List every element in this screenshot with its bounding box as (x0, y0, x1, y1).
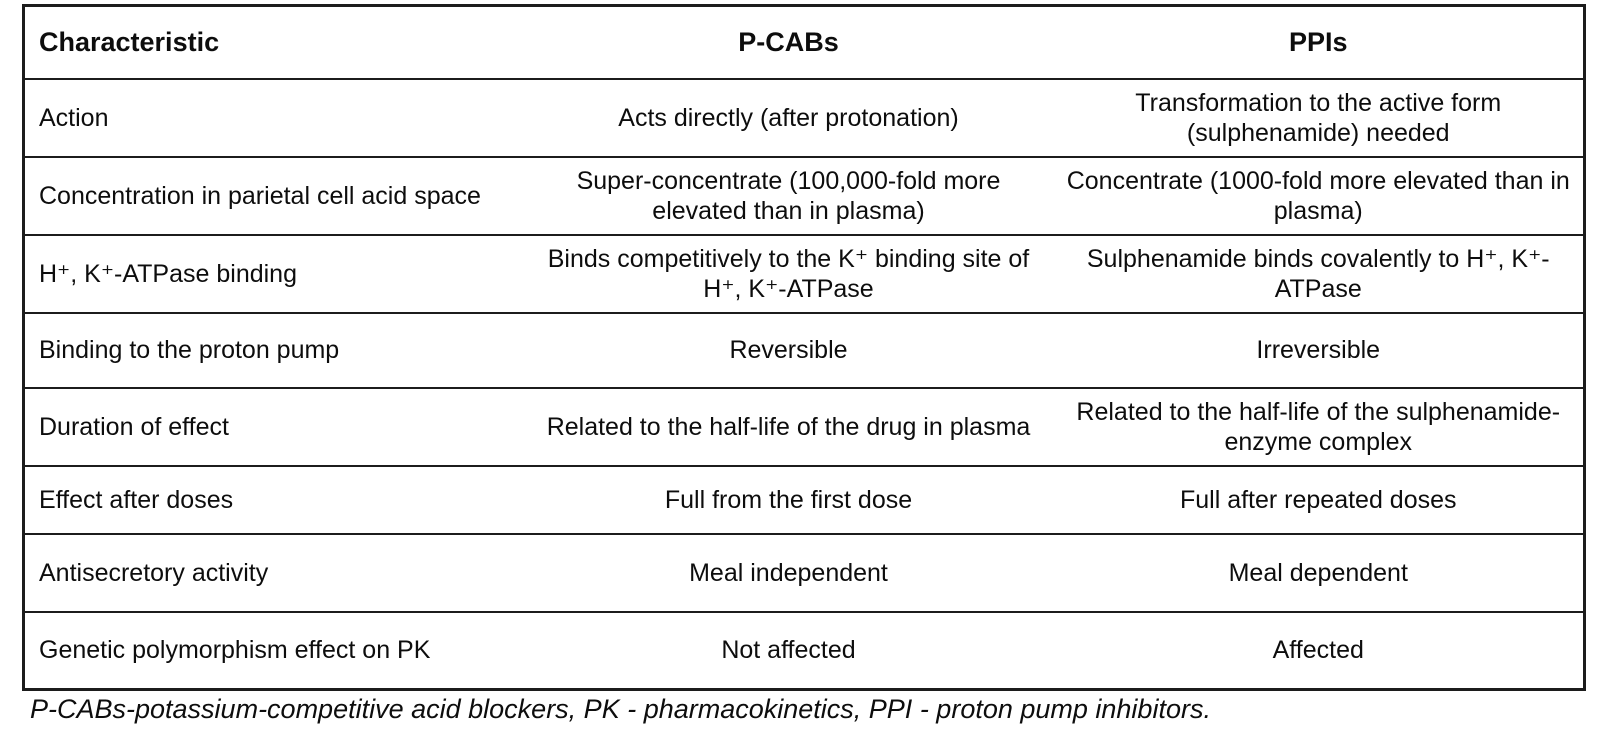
ppis-cell: Sulphenamide binds covalently to H⁺, K⁺-… (1053, 233, 1585, 313)
ppis-cell: Affected (1053, 610, 1585, 690)
pcabs-cell: Full from the first dose (523, 464, 1054, 534)
pcabs-cell: Acts directly (after protonation) (523, 77, 1054, 157)
ppis-cell: Concentrate (1000-fold more elevated tha… (1053, 155, 1585, 235)
table-row-effect-after-doses: Effect after doses Full from the first d… (23, 464, 1585, 534)
pcabs-cell: Related to the half-life of the drug in … (523, 386, 1054, 466)
row-label: Duration of effect (23, 386, 524, 466)
pcabs-cell: Reversible (523, 311, 1054, 388)
ppis-cell: Related to the half-life of the sulphena… (1053, 386, 1585, 466)
table-row-action: Action Acts directly (after protonation)… (23, 77, 1585, 157)
table-row-antisecretory: Antisecretory activity Meal independent … (23, 532, 1585, 612)
ppis-cell: Irreversible (1053, 311, 1585, 388)
row-label: Concentration in parietal cell acid spac… (23, 155, 524, 235)
row-label: Antisecretory activity (23, 532, 524, 612)
table-row-genetic-polymorphism: Genetic polymorphism effect on PK Not af… (23, 610, 1585, 690)
row-label: Binding to the proton pump (23, 311, 524, 388)
row-label: Action (23, 77, 524, 157)
pcabs-cell: Not affected (523, 610, 1054, 690)
row-label: Genetic polymorphism effect on PK (23, 610, 524, 690)
row-label: H⁺, K⁺-ATPase binding (23, 233, 524, 313)
row-label: Effect after doses (23, 464, 524, 534)
ppis-cell: Full after repeated doses (1053, 464, 1585, 534)
abbreviations-footnote: P-CABs-potassium-competitive acid blocke… (30, 694, 1211, 724)
table-row-duration: Duration of effect Related to the half-l… (23, 386, 1585, 466)
table-row-proton-pump-binding: Binding to the proton pump Reversible Ir… (23, 311, 1585, 388)
header-ppis: PPIs (1288, 27, 1348, 58)
table-row-atpase-binding: H⁺, K⁺-ATPase binding Binds competitivel… (23, 233, 1585, 313)
pcabs-cell: Super-concentrate (100,000-fold more ele… (523, 155, 1054, 235)
header-pcabs: P-CABs (738, 27, 839, 58)
table-row-concentration: Concentration in parietal cell acid spac… (23, 155, 1585, 235)
ppis-cell: Meal dependent (1053, 532, 1585, 612)
pcabs-cell: Meal independent (523, 532, 1054, 612)
pcabs-cell: Binds competitively to the K⁺ binding si… (523, 233, 1054, 313)
ppis-cell: Transformation to the active form (sulph… (1053, 77, 1585, 157)
table-header-row: Characteristic P-CABs PPIs (24, 6, 1585, 79)
header-characteristic: Characteristic (39, 27, 220, 58)
pcab-ppi-comparison-table: Characteristic P-CABs PPIs Action Acts d… (22, 4, 1586, 691)
